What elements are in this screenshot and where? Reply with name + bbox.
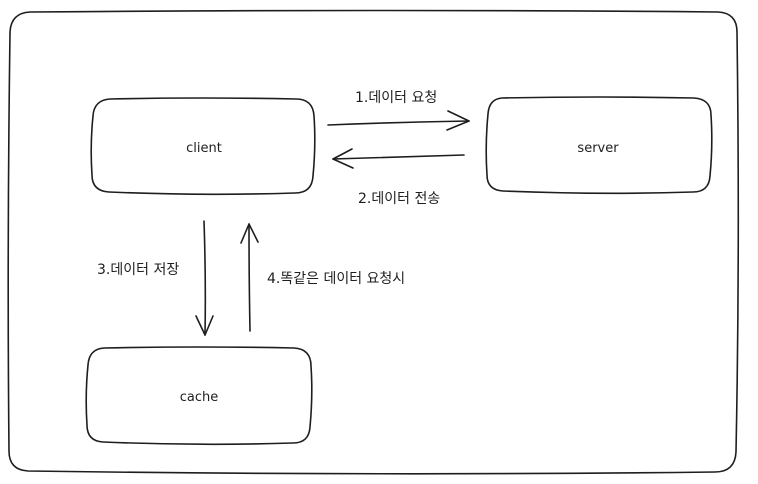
client-node: client (90, 97, 316, 196)
cache-node: cache (85, 346, 313, 446)
transfer-arrow (332, 148, 465, 169)
request-label: 1.데이터 요청 (355, 90, 437, 106)
client-box (90, 97, 316, 196)
server-box (485, 96, 713, 195)
cache-box (85, 346, 313, 446)
repeat-request-arrow (240, 223, 259, 332)
request-arrow (327, 110, 470, 131)
store-label: 3.데이터 저장 (97, 262, 179, 278)
server-label: server (577, 141, 619, 156)
outer-frame (7, 9, 740, 475)
client-label: client (186, 141, 222, 156)
transfer-label: 2.데이터 전송 (358, 191, 440, 207)
server-node: server (485, 96, 713, 195)
cache-label: cache (180, 390, 219, 405)
store-arrow (195, 220, 214, 336)
repeat-request-label: 4.똑같은 데이터 요청시 (267, 271, 405, 287)
